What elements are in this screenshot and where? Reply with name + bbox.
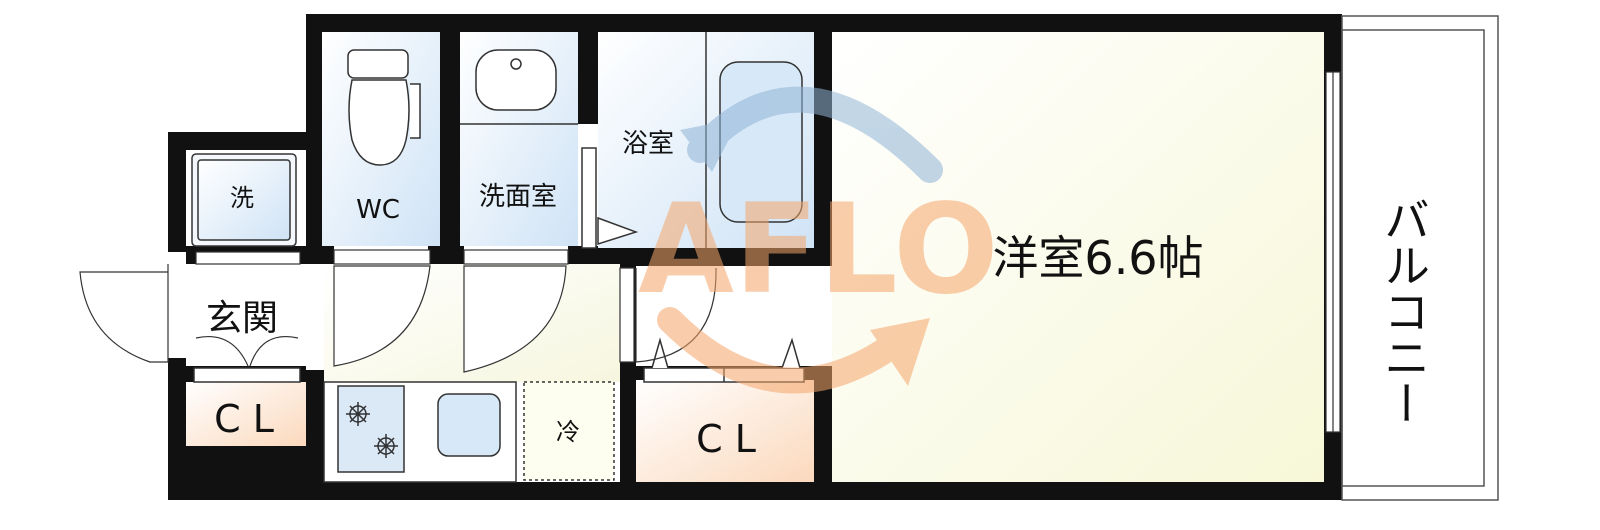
aflo-watermark: AFLO [638,86,999,394]
balcony-label: バルコニー [1377,196,1431,426]
closet-right-label: C L [696,417,756,461]
stove-icon [337,385,405,473]
entrance-area [186,264,306,366]
front-door [79,264,169,363]
bedroom-area [832,32,1324,482]
wc-door [333,265,431,367]
entrance-label: 玄関 [206,298,278,339]
washroom-door [463,265,567,373]
watermark-text: AFLO [638,178,999,322]
wash-basin-icon [460,49,578,125]
bathroom-label: 浴室 [622,129,674,159]
bedroom-label: 洋室6.6帖 [992,231,1203,285]
fridge-label: 冷 [556,418,580,446]
sink-icon [437,393,501,457]
toilet-label: WC [356,195,400,225]
closet-right-area [636,380,814,482]
closet-left-label: C L [214,397,274,441]
fridge-space [523,381,615,481]
washroom-label: 洗面室 [479,182,557,212]
doors [79,71,1341,433]
toilet-icon [347,49,421,166]
room-labels: 洗 WC 洗面室 浴室 洋室6.6帖 玄関 C L C L 冷 バルコニー [206,129,1431,461]
balcony-area [1341,15,1499,501]
laundry-label: 洗 [230,184,254,212]
closet-left-area [186,382,306,446]
